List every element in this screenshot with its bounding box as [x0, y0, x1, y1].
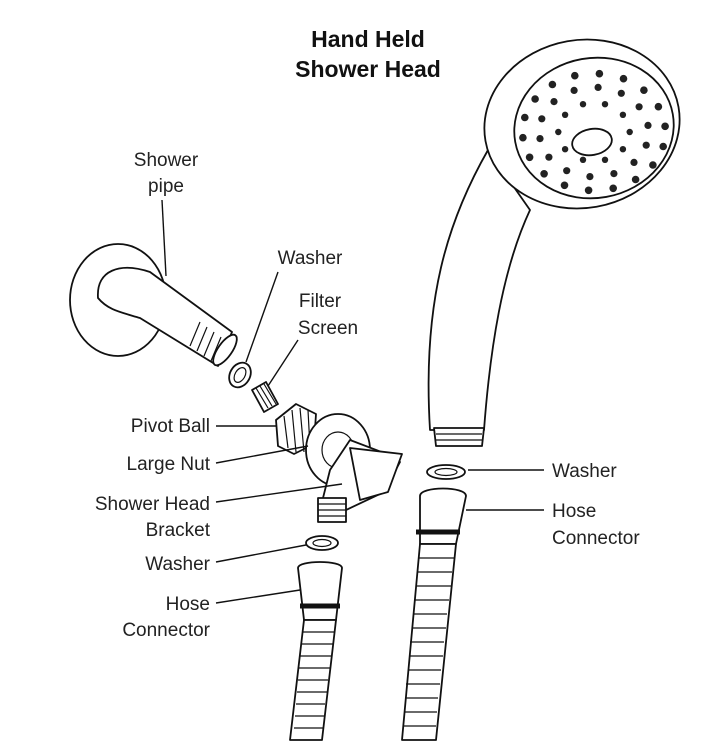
nozzle	[609, 184, 617, 193]
nozzle	[661, 122, 669, 131]
nozzle	[555, 128, 562, 136]
nozzle	[610, 170, 618, 178]
label-shower-pipe-2: pipe	[148, 176, 184, 197]
nozzle	[545, 153, 553, 161]
label-filter-screen-1: Filter	[299, 291, 342, 312]
nozzle	[635, 103, 643, 111]
nozzle	[626, 128, 633, 136]
nozzle	[631, 175, 640, 184]
nozzle	[560, 181, 569, 190]
label-hose-connector-left-2: Connector	[122, 620, 210, 641]
title-line-1: Hand Held	[311, 26, 425, 52]
label-bracket-1: Shower Head	[95, 494, 210, 515]
nozzle	[644, 121, 652, 129]
hose-left	[289, 561, 343, 741]
shower-head	[427, 38, 681, 447]
nozzle	[536, 135, 544, 143]
nozzle	[538, 115, 546, 123]
label-large-nut: Large Nut	[127, 454, 211, 475]
leader-hose-connector-left	[215, 589, 301, 604]
nozzle	[601, 156, 609, 163]
nozzle	[659, 142, 667, 151]
washer-top-part	[228, 361, 252, 389]
leader-shower-pipe	[161, 199, 167, 277]
title-line-2: Shower Head	[295, 56, 441, 82]
nozzle	[561, 146, 569, 153]
nozzle	[594, 83, 602, 91]
label-washer-left: Washer	[145, 554, 210, 575]
nozzle	[540, 170, 548, 178]
nozzle	[601, 101, 609, 108]
nozzle	[584, 186, 593, 195]
shower-pipe	[69, 243, 238, 367]
label-pivot-ball: Pivot Ball	[131, 416, 210, 437]
nozzle	[654, 102, 663, 111]
nozzle	[521, 113, 529, 122]
label-hose-connector-left-1: Hose	[166, 594, 210, 615]
nozzle	[525, 153, 534, 162]
nozzle	[595, 69, 604, 78]
leader-large-nut	[215, 445, 309, 464]
nozzle	[649, 161, 657, 169]
leader-washer-left	[215, 544, 307, 563]
nozzle	[563, 167, 571, 175]
leader-bracket	[215, 483, 343, 503]
nozzle	[548, 80, 557, 89]
nozzle	[579, 156, 587, 163]
nozzle	[561, 111, 569, 119]
nozzle	[571, 71, 579, 80]
nozzle	[619, 111, 627, 119]
label-washer-top: Washer	[278, 248, 343, 269]
label-shower-pipe-1: Shower	[134, 150, 199, 171]
nozzle	[630, 158, 638, 166]
washer-left-part	[305, 535, 339, 551]
nozzle	[519, 133, 527, 142]
nozzle	[640, 86, 648, 94]
bracket-assembly	[275, 403, 403, 523]
nozzle	[550, 98, 558, 106]
nozzle	[617, 89, 625, 97]
label-washer-right: Washer	[552, 461, 617, 482]
spray-nozzles	[519, 69, 669, 195]
nozzle	[531, 95, 539, 103]
nozzle	[579, 101, 587, 108]
nozzle	[586, 173, 594, 181]
label-hose-connector-right-2: Connector	[552, 528, 640, 549]
label-bracket-2: Bracket	[146, 520, 211, 541]
nozzle	[570, 86, 578, 94]
leader-washer-top	[245, 271, 279, 363]
nozzle	[619, 74, 628, 83]
leader-filter-screen	[267, 339, 299, 387]
washer-right-part	[426, 464, 466, 480]
label-filter-screen-2: Screen	[298, 318, 358, 339]
label-hose-connector-right-1: Hose	[552, 501, 596, 522]
hose-right	[401, 487, 467, 741]
nozzle	[619, 146, 627, 153]
nozzle	[642, 141, 650, 149]
filter-screen-part	[251, 381, 279, 413]
